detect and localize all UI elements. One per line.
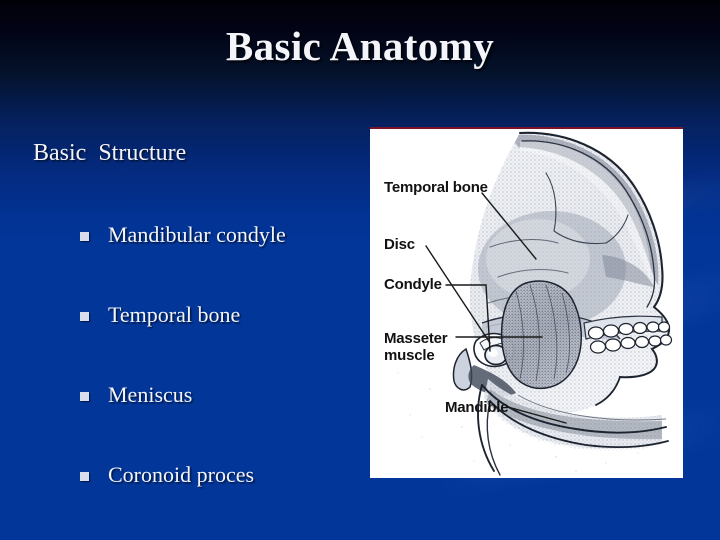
bullet-label: Mandibular condyle xyxy=(108,222,286,247)
square-bullet-icon xyxy=(80,231,89,241)
figure-label-temporal-bone: Temporal bone xyxy=(384,179,488,196)
square-bullet-icon xyxy=(80,311,89,321)
figure-label-condyle: Condyle xyxy=(384,276,442,293)
masseter-line-2: muscle xyxy=(384,347,435,364)
bullet-label: Coronoid proces xyxy=(108,462,255,487)
bullet-item-coronoid-process: Coronoid proces xyxy=(80,462,254,488)
slide-title: Basic Anatomy xyxy=(225,23,495,69)
figure-accent-rule xyxy=(370,127,683,129)
skull-lateral-illustration xyxy=(397,131,673,476)
slide-body: Basic Structure Mandibular condyle Tempo… xyxy=(33,140,286,488)
bullet-item-meniscus: Meniscus xyxy=(80,382,192,408)
figure-label-mandible: Mandible xyxy=(445,399,509,416)
square-bullet-icon xyxy=(80,471,89,481)
figure-label-disc: Disc xyxy=(384,236,415,253)
bullet-label: Meniscus xyxy=(108,382,193,407)
bullet-item-mandibular-condyle: Mandibular condyle xyxy=(80,222,286,248)
masseter-line-1: Masseter xyxy=(384,330,448,347)
bullet-label: Temporal bone xyxy=(108,302,241,327)
section-heading: Basic Structure xyxy=(33,140,187,166)
square-bullet-icon xyxy=(80,391,89,401)
bullet-item-temporal-bone: Temporal bone xyxy=(80,302,240,328)
